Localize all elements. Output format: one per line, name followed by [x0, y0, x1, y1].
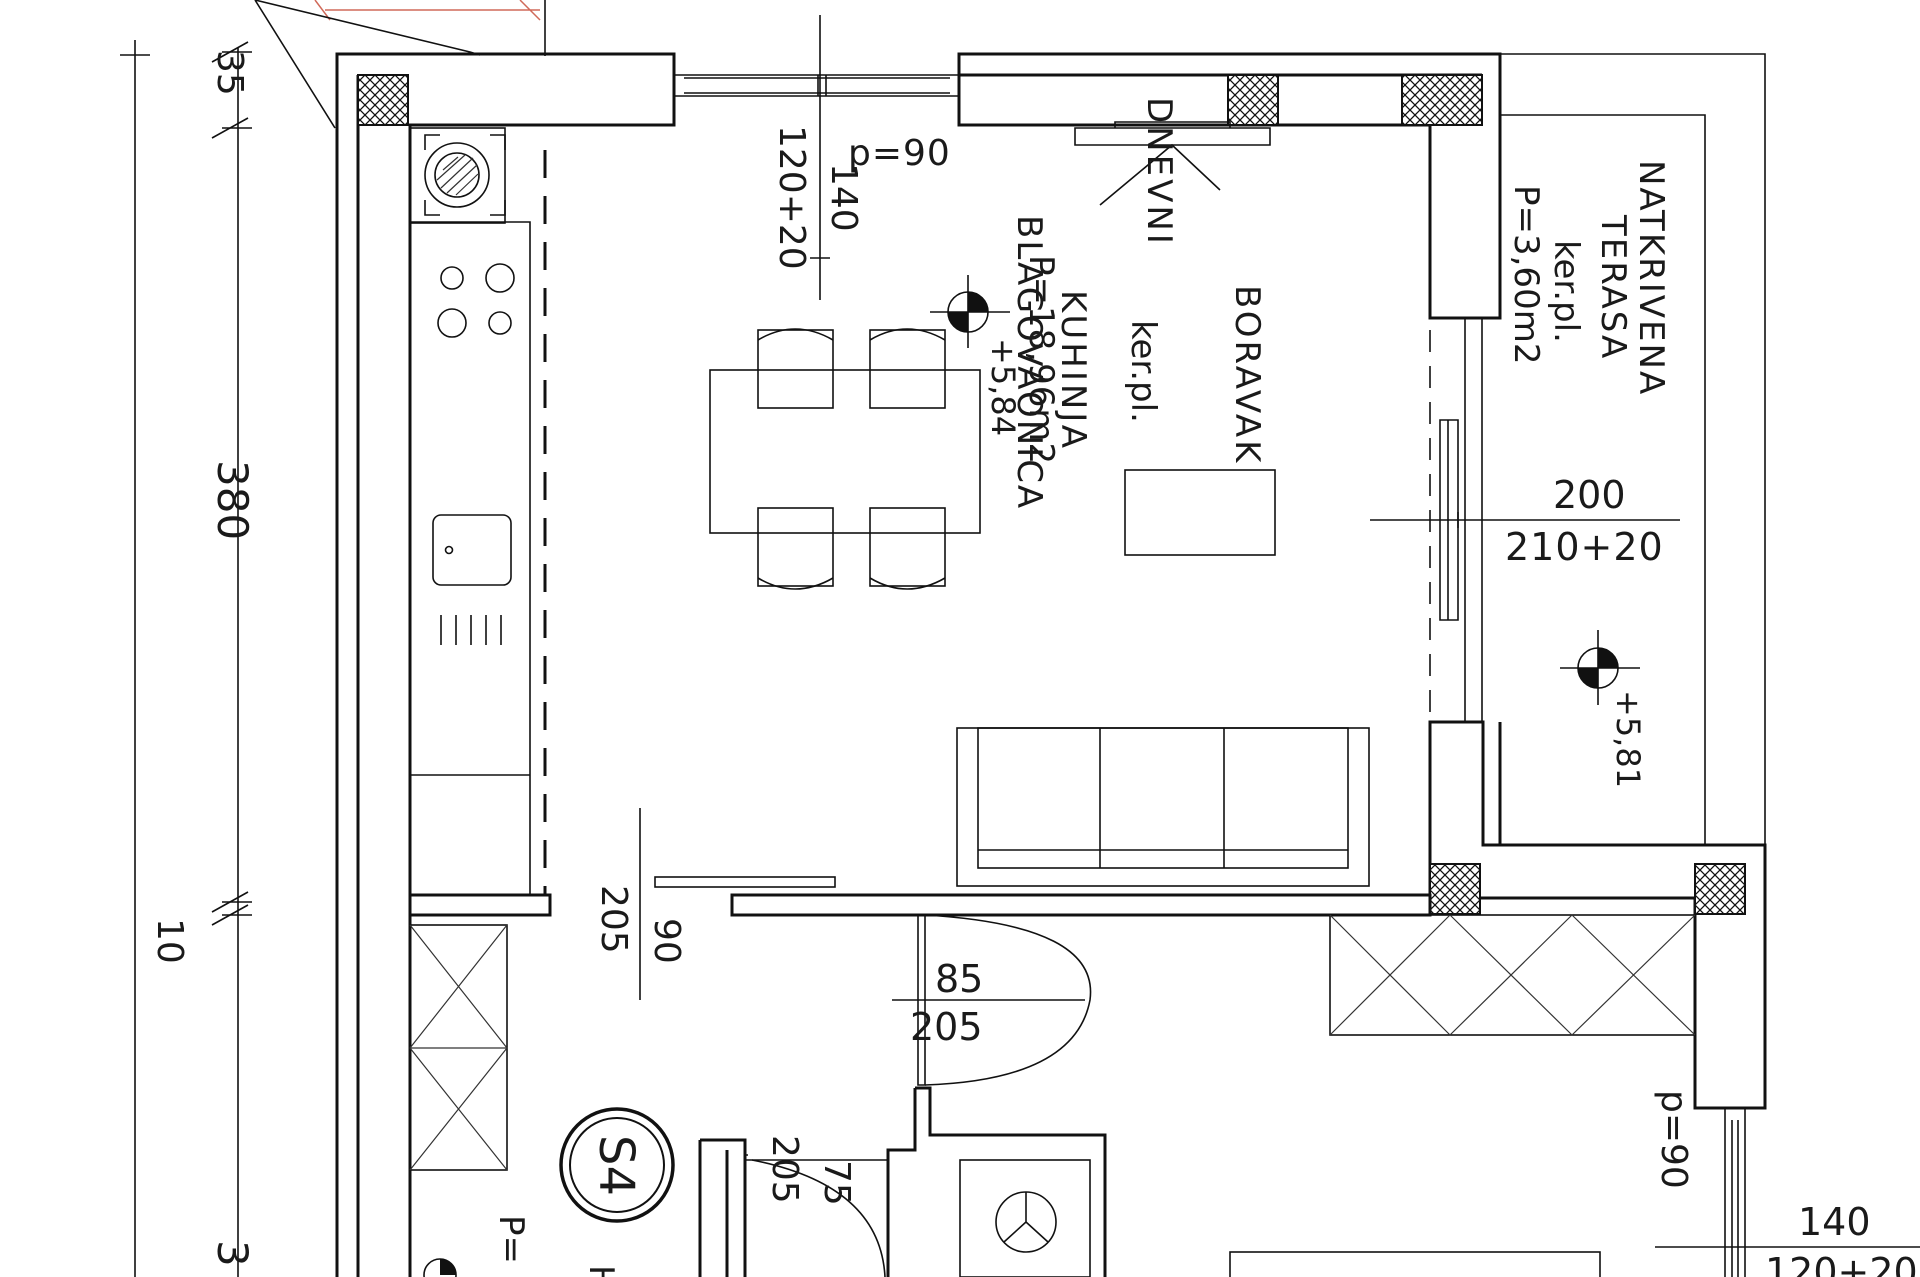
terrace-outline: [1329, 53, 1766, 1036]
door-living-height: 205: [593, 885, 634, 954]
door-entry-width: 85: [935, 957, 983, 1001]
red-annotation-marks: [314, 0, 541, 21]
room-floor: ker.pl.: [1123, 320, 1163, 423]
balcony-door-height: 210+20: [1505, 525, 1664, 569]
dining-set: [709, 328, 981, 590]
dimension-lines: [120, 15, 1920, 1277]
terrace-name-line-2: TERASA: [1593, 214, 1633, 360]
dimension-35: 35: [209, 50, 250, 96]
dimension-380: 380: [208, 460, 257, 540]
doors: [639, 808, 1601, 1277]
tv-unit: [1074, 121, 1276, 556]
overhead-lines: [543, 150, 1431, 895]
door-bath-width: 75: [816, 1160, 857, 1206]
terrace-name-line-1: NATKRIVENA: [1631, 160, 1671, 396]
bathroom-area-partial: P=: [491, 1215, 531, 1264]
room-tag-s4: S4: [559, 1107, 675, 1223]
window-top-width: 140: [823, 163, 864, 232]
room-name-line-3: DNEVNI: [1139, 97, 1179, 247]
room-name-line-2: BLAGOVAONICA: [1009, 215, 1049, 510]
level-marker-icon: [423, 1258, 457, 1277]
interior-walls: [410, 893, 1432, 1277]
room-tag-label: S4: [588, 1135, 644, 1196]
terrace-area: P=3,60m2: [1506, 185, 1546, 364]
room-name-line-4: BORAVAK: [1227, 285, 1267, 465]
exterior-walls: [335, 52, 1767, 1277]
sofa: [956, 727, 1370, 887]
level-marker-icon: [1560, 630, 1640, 705]
level-marker-icon: [930, 275, 1010, 348]
bathroom-label-partial: H: [581, 1265, 621, 1277]
door-entry-height: 205: [910, 1005, 983, 1049]
door-living-width: 90: [646, 918, 687, 964]
dimension-10: 10: [149, 918, 190, 964]
terrace-level: +5,81: [1609, 690, 1647, 788]
room-level: +5,84: [984, 338, 1022, 436]
window-right-sill: p=90: [1653, 1090, 1694, 1189]
window-top-height: 120+20: [771, 125, 812, 270]
kitchen-counter: [409, 127, 531, 1171]
living-room-label: KUHINJA: [1053, 290, 1093, 451]
level-markers: [423, 275, 1640, 1277]
balcony-door-width: 200: [1553, 473, 1626, 517]
window-right-width: 140: [1798, 1200, 1871, 1244]
room-area: P=18,96m2: [1021, 255, 1061, 465]
concrete-columns: [357, 74, 1746, 915]
terrace-floor: ker.pl.: [1546, 240, 1586, 343]
window-right-height: 120+20: [1765, 1250, 1918, 1277]
door-bath-height: 205: [764, 1135, 805, 1204]
room-name-line-1: KUHINJA: [1053, 290, 1093, 451]
dimension-3-partial: 3: [208, 1240, 257, 1267]
window-top-sill: p=90: [848, 133, 951, 174]
